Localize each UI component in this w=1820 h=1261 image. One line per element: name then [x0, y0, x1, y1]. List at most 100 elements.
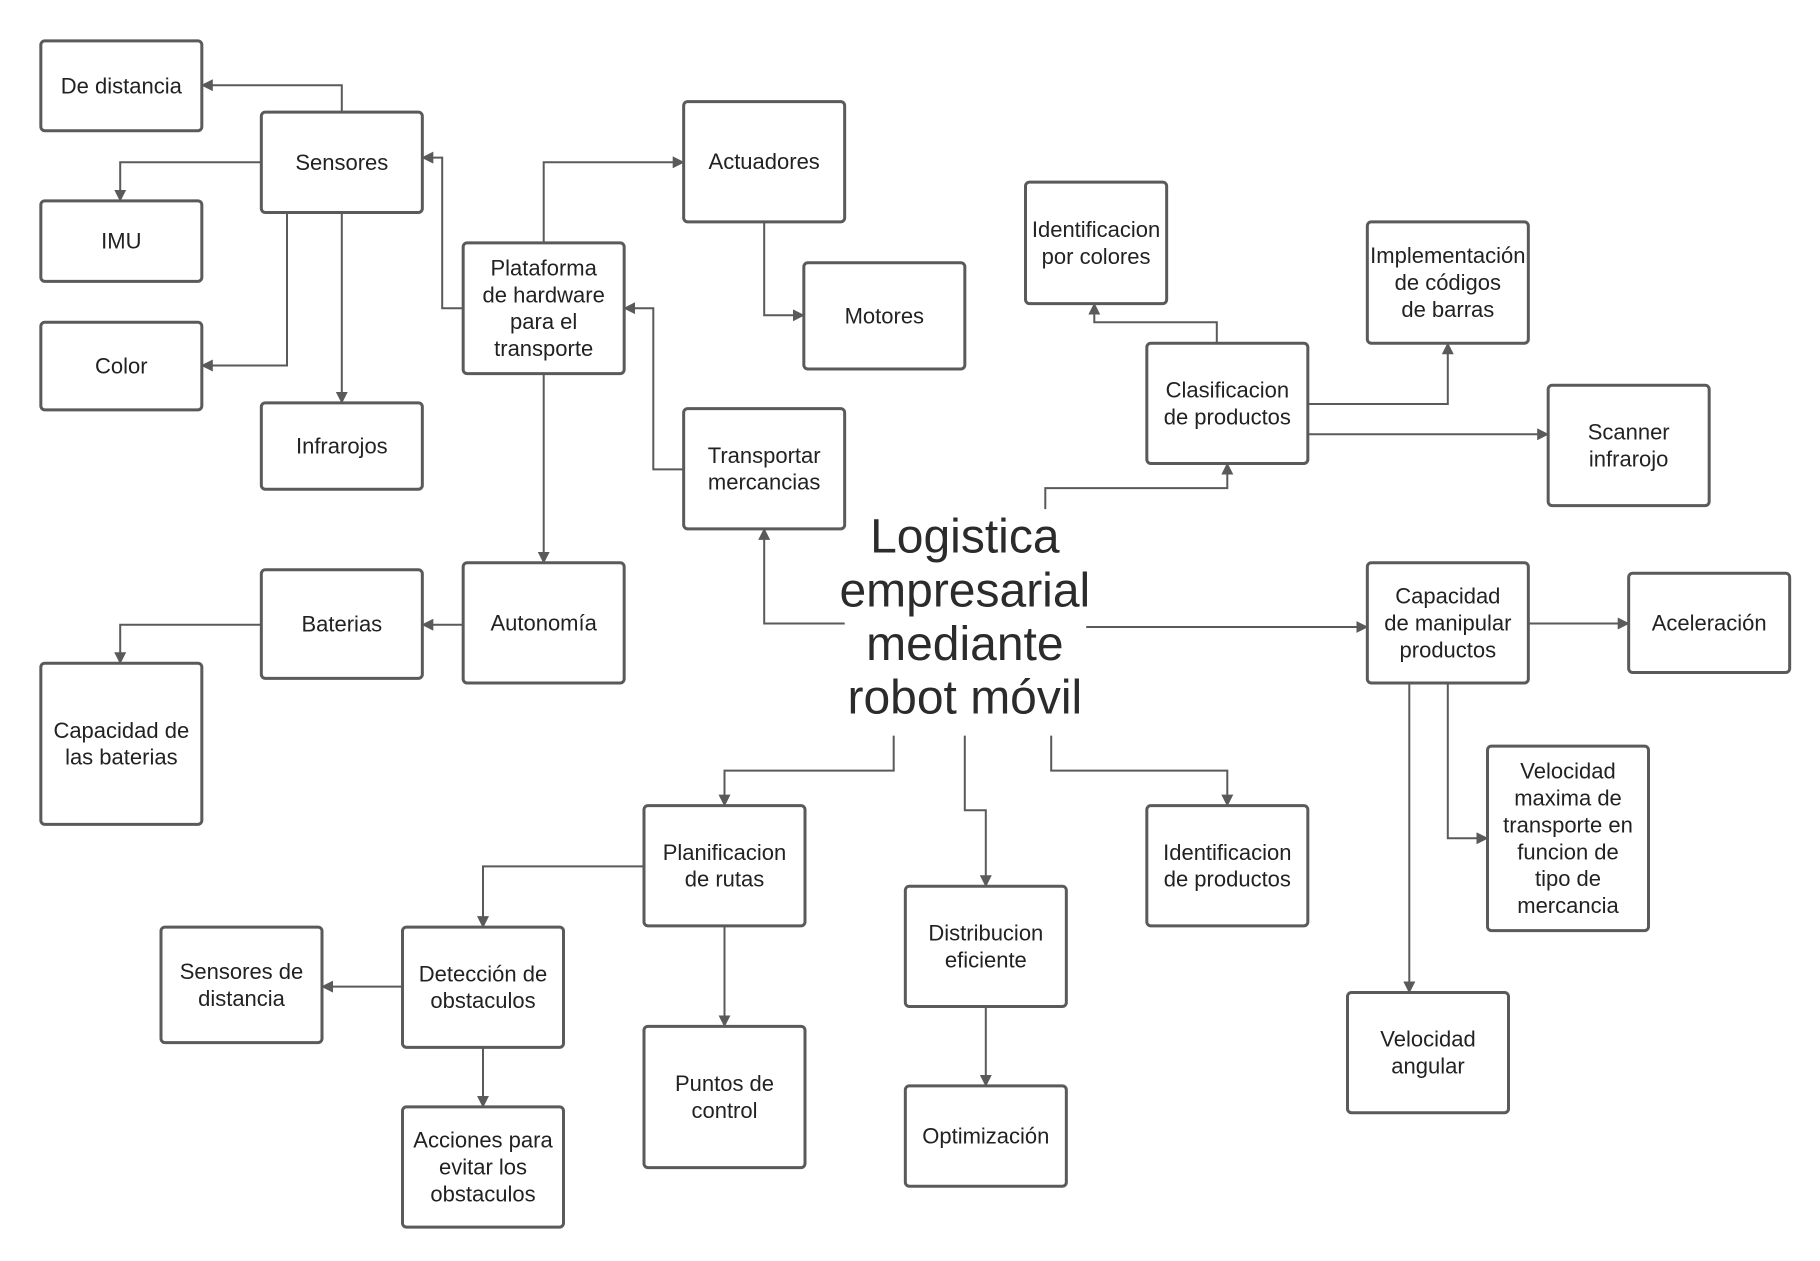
node-label: Autonomía [490, 610, 597, 635]
center-title-line: robot móvil [847, 672, 1082, 725]
node-box [642, 1024, 807, 1170]
connector-arrow [758, 527, 845, 625]
node-label: de barras [1401, 297, 1494, 322]
node-label: mercancia [1517, 893, 1619, 918]
node-label: Identificacion [1032, 217, 1160, 242]
connector-arrow [718, 735, 895, 807]
node-label: Capacidad [1395, 584, 1500, 609]
connector-arrow [477, 865, 644, 929]
connector-arrow [200, 79, 343, 113]
node-label: obstaculos [430, 988, 535, 1013]
nodes: De distanciaSensoresIMUColorInfrarojosAc… [39, 39, 1792, 1229]
node-label: control [691, 1098, 757, 1123]
node-label: obstaculos [430, 1181, 535, 1206]
connector-arrow [1307, 342, 1454, 405]
node-box [39, 39, 204, 133]
connector-arrow [114, 161, 262, 202]
node-label: Baterias [301, 612, 382, 637]
connector-arrow [763, 221, 805, 322]
connector-arrow [542, 156, 685, 243]
node-label: Transportar [708, 443, 821, 468]
node-label: Implementación [1370, 243, 1525, 268]
node-label: maxima de [1514, 786, 1622, 811]
node-label: transporte en [1503, 812, 1633, 837]
node-label: funcion de [1517, 839, 1619, 864]
node-label: Color [95, 354, 148, 379]
node-label: angular [1391, 1054, 1464, 1079]
node-optimizacion: Optimización [903, 1084, 1068, 1188]
node-label: mercancias [708, 470, 820, 495]
connector-arrow [1088, 302, 1218, 344]
node-label: infrarojo [1589, 446, 1668, 471]
node-label: Velocidad [1380, 1027, 1475, 1052]
node-box [1627, 571, 1792, 675]
node-label: Puntos de [675, 1071, 774, 1096]
node-baterias: Baterias [259, 568, 424, 680]
node-label: distancia [198, 986, 286, 1011]
node-label: productos [1400, 637, 1497, 662]
node-imu: IMU [39, 199, 204, 283]
node-label: por colores [1042, 244, 1151, 269]
node-label: Detección de [419, 961, 547, 986]
node-label: Infrarojos [296, 434, 388, 459]
node-label: de manipular [1384, 610, 1511, 635]
node-box [802, 261, 967, 371]
node-box [1346, 990, 1510, 1115]
node-box [642, 804, 807, 928]
node-label: de productos [1164, 404, 1291, 429]
node-box [1486, 744, 1650, 933]
connector-arrow [1044, 462, 1234, 510]
node-box [1365, 561, 1530, 685]
node-box [903, 884, 1068, 1008]
connector-arrow [963, 735, 992, 888]
node-label: IMU [101, 229, 141, 254]
node-box [1546, 383, 1711, 508]
node-label: las baterias [65, 745, 178, 770]
node-box [159, 925, 324, 1045]
node-label: de rutas [685, 867, 765, 892]
node-box [39, 661, 204, 826]
node-box [1145, 804, 1310, 928]
node-label: de códigos [1395, 270, 1501, 295]
node-box [401, 925, 565, 1049]
node-label: Aceleración [1652, 610, 1767, 635]
node-autonomia: Autonomía [461, 561, 626, 685]
node-label: Motores [845, 303, 924, 328]
node-box [1024, 180, 1169, 306]
node-box [682, 407, 847, 531]
node-label: Plataforma [490, 255, 597, 280]
node-label: de hardware [483, 282, 605, 307]
node-box [461, 561, 626, 685]
center-title-line: empresarial [839, 564, 1090, 617]
connector-arrow [114, 623, 262, 665]
node-box [259, 401, 424, 491]
node-label: Actuadores [709, 149, 820, 174]
node-box [401, 1105, 565, 1229]
connector-arrow [623, 302, 684, 471]
connectors [114, 79, 1630, 1108]
node-label: Planificacion [663, 840, 787, 865]
node-label: tipo de [1535, 866, 1601, 891]
node-box [903, 1084, 1068, 1188]
connector-arrow [421, 151, 464, 310]
node-label: Identificacion [1163, 840, 1291, 865]
node-infrarojos: Infrarojos [259, 401, 424, 491]
node-label: De distancia [61, 73, 183, 98]
node-label: transporte [494, 336, 593, 361]
node-label: Sensores [295, 150, 388, 175]
node-box [1365, 220, 1530, 345]
node-box [461, 241, 626, 376]
node-box [682, 100, 847, 224]
node-box [259, 110, 424, 215]
